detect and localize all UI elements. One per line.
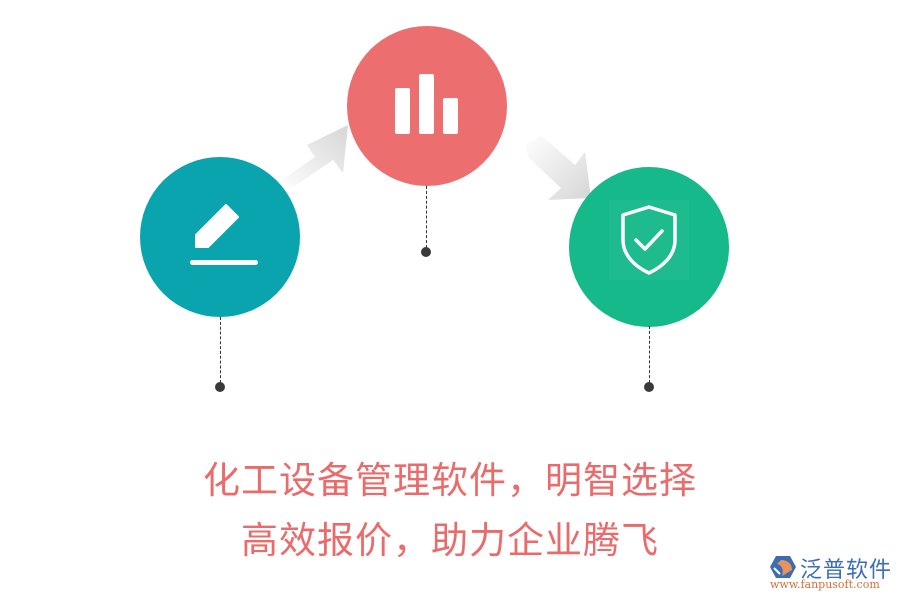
step-circle-edit xyxy=(140,157,300,317)
headline-line-1: 化工设备管理软件，明智选择 xyxy=(203,459,697,502)
arrow-down-right-icon xyxy=(525,135,591,200)
leader-line-1 xyxy=(220,317,221,383)
marker-dot-3 xyxy=(644,382,654,392)
shield-check-icon xyxy=(609,200,689,280)
arrow-up-right-icon xyxy=(275,125,348,188)
bar-chart-icon xyxy=(395,74,458,134)
pencil-edit-icon xyxy=(190,204,258,265)
brand-logo: 泛普软件 www.fanpusoft.com xyxy=(768,552,898,596)
logo-name: 泛普软件 xyxy=(800,558,893,583)
leader-line-3 xyxy=(649,326,650,383)
marker-dot-1 xyxy=(215,382,225,392)
fanpu-logo-icon xyxy=(770,556,796,578)
step-circle-shield xyxy=(569,167,729,327)
logo-url: www.fanpusoft.com xyxy=(770,578,880,591)
headline-line-2: 高效报价，助力企业腾飞 xyxy=(241,519,659,562)
step-circle-chart xyxy=(347,26,507,186)
leader-line-2 xyxy=(426,186,427,248)
marker-dot-2 xyxy=(421,247,431,257)
